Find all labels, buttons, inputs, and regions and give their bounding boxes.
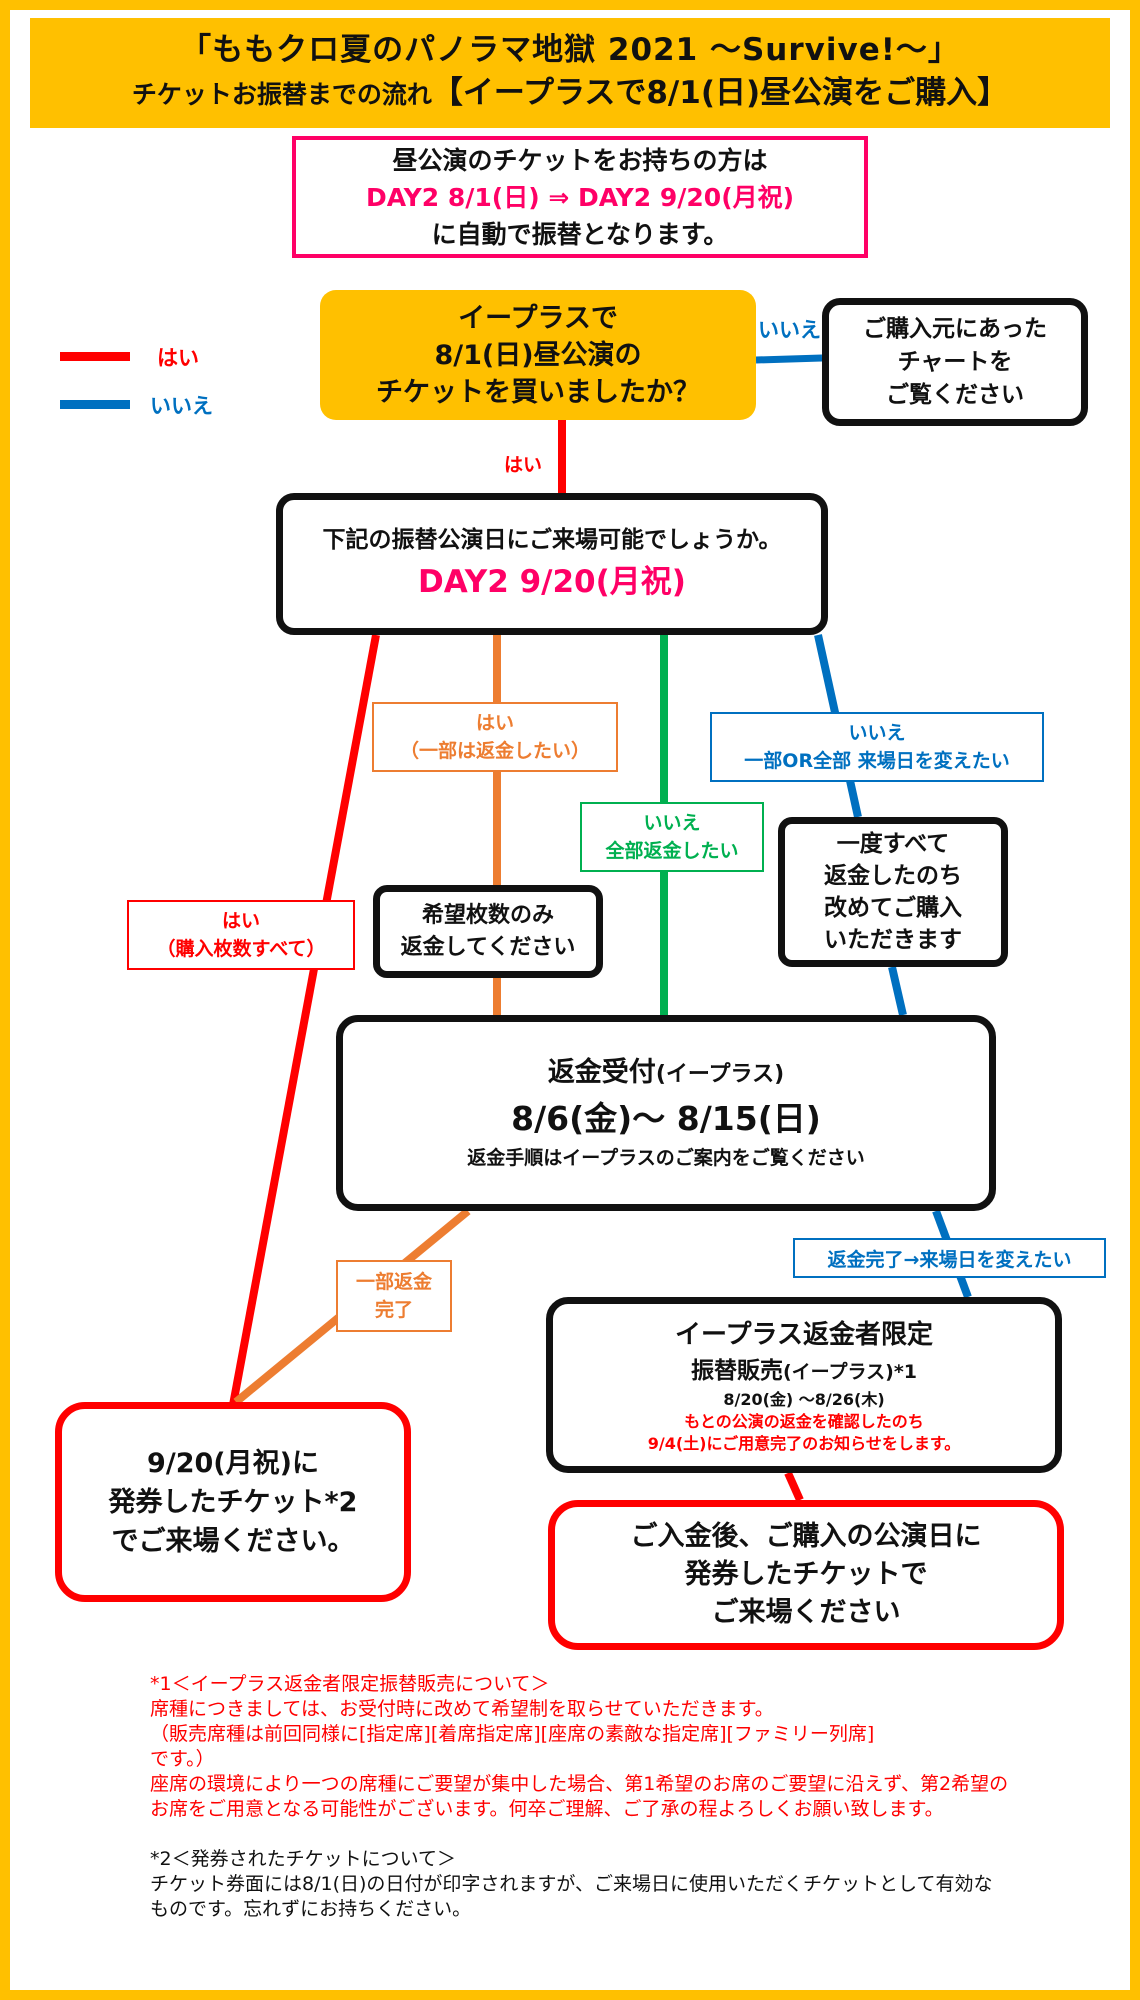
refund-title-main: 返金受付 (547, 1057, 656, 1088)
refund-rebuy-line4: いただきます (824, 927, 962, 953)
partial-done-line1: 一部返金 (355, 1271, 432, 1293)
question-2-box: 下記の振替公演日にご来場可能でしょうか。 DAY2 9/20(月祝) (276, 493, 828, 635)
partial-refund-line2: 返金してください (400, 934, 576, 960)
refund-done-label: 返金完了→来場日を変えたい (793, 1238, 1106, 1278)
question-2-line1: 下記の振替公演日にご来場可能でしょうか。 (322, 527, 782, 553)
other-chart-line2: チャートを (897, 348, 1013, 375)
branch-no-change-label: いいえ 一部OR全部 来場日を変えたい (710, 712, 1044, 782)
eplus-exchange-box: イープラス返金者限定 振替販売(イープラス)*1 8/20(金) ～8/26(木… (546, 1297, 1062, 1473)
note1-line1: 席種につきましては、お受付時に改めて希望制を取らせていただきます。 (150, 1698, 774, 1720)
q1-no-label: いいえ (758, 318, 821, 342)
connector-yes-all (229, 634, 380, 1406)
legend-yes-line (60, 352, 130, 361)
notice-line1: 昼公演のチケットをお持ちの方は (392, 145, 768, 175)
refund-note: 返金手順はイープラスのご案内をご覧ください (467, 1147, 865, 1169)
end-attend-line3: でご来場ください。 (111, 1525, 355, 1557)
eplus-line2: 振替販売(イープラス)*1 (691, 1354, 917, 1389)
question-1-line1: イープラスで (458, 302, 618, 334)
question-1-line2: 8/1(日)昼公演の (434, 339, 642, 371)
refund-acceptance-box: 返金受付(イープラス) 8/6(金)～ 8/15(日) 返金手順はイープラスのご… (336, 1015, 996, 1211)
end-attend-line1: 9/20(月祝)に (147, 1447, 319, 1479)
branch-no-all-refund-line2: 全部返金したい (605, 840, 739, 862)
note2-title: *2＜発券されたチケットについて＞ (150, 1848, 457, 1870)
note1-line3: です。） (150, 1748, 215, 1770)
legend-no-label: いいえ (150, 394, 213, 418)
end-purchase-line3: ご来場ください (711, 1597, 901, 1628)
header-title: 「ももクロ夏のパノラマ地獄 2021 ～Survive!～」 (180, 32, 960, 68)
branch-no-all-refund-line1: いいえ (643, 812, 701, 834)
footnotes: *1＜イープラス返金者限定振替販売について＞ 席種につきましては、お受付時に改め… (150, 1672, 1010, 1922)
legend-no-line (60, 400, 130, 409)
note1-line2: （販売席種は前回同様に[指定席][着席指定席][座席の素敵な指定席][ファミリー… (150, 1723, 875, 1745)
notice-line3: に自動で振替となります。 (431, 219, 729, 249)
connector-q1-no (755, 354, 823, 364)
eplus-line2-main: 振替販売 (690, 1357, 783, 1384)
other-chart-line1: ご購入元にあった (863, 315, 1047, 342)
header-subtitle-big: 【イープラスで8/1(日)昼公演をご購入】 (431, 75, 1009, 111)
note1-line4: 座席の環境により一つの席種にご要望が集中した場合、第1希望のお席のご要望に沿えず… (150, 1773, 1009, 1820)
end-attend-line2: 発券したチケット*2 (108, 1486, 358, 1518)
legend-yes-label: はい (157, 346, 199, 370)
q1-yes-label: はい (504, 454, 543, 476)
other-chart-box: ご購入元にあった チャートを ご覧ください (822, 298, 1088, 426)
other-chart-line3: ご覧ください (886, 381, 1024, 408)
branch-no-change-line1: いいえ (848, 722, 906, 744)
partial-refund-line1: 希望枚数のみ (421, 902, 554, 928)
refund-rebuy-line2: 返金したのち (824, 863, 962, 889)
refund-rebuy-line3: 改めてご購入 (824, 895, 962, 921)
partial-done-label: 一部返金 完了 (336, 1260, 452, 1332)
header-subtitle-small: チケットお振替までの流れ (131, 80, 432, 109)
partial-refund-box: 希望枚数のみ 返金してください (373, 885, 603, 978)
end-purchase-box: ご入金後、ご購入の公演日に 発券したチケットで ご来場ください (548, 1500, 1064, 1650)
eplus-line2-sub: (イープラス)*1 (782, 1360, 917, 1383)
eplus-line1: イープラス返金者限定 (675, 1319, 933, 1350)
refund-rebuy-box: 一度すべて 返金したのち 改めてご購入 いただきます (778, 817, 1008, 967)
header-subtitle: チケットお振替までの流れ【イープラスで8/1(日)昼公演をご購入】 (132, 71, 1008, 117)
branch-yes-all-line2: （購入枚数すべて） (156, 938, 326, 960)
branch-yes-all-label: はい （購入枚数すべて） (127, 900, 355, 970)
question-1-line3: チケットを買いましたか？ (376, 376, 700, 408)
eplus-period: 8/20(金) ～8/26(木) (723, 1389, 885, 1409)
notice-box: 昼公演のチケットをお持ちの方は DAY2 8/1(日) ⇒ DAY2 9/20(… (292, 136, 868, 258)
notice-line2: DAY2 8/1(日) ⇒ DAY2 9/20(月祝) (365, 182, 795, 212)
branch-yes-all-line1: はい (221, 910, 260, 932)
branch-yes-partial-label: はい （一部は返金したい） (372, 702, 618, 772)
refund-title-sub: (イープラス) (655, 1062, 785, 1087)
partial-done-line2: 完了 (374, 1299, 413, 1321)
end-purchase-line2: 発券したチケットで (684, 1559, 928, 1590)
branch-yes-partial-line2: （一部は返金したい） (399, 740, 590, 762)
branch-yes-partial-line1: はい (475, 712, 514, 734)
refund-title: 返金受付(イープラス) (548, 1053, 784, 1095)
branch-no-change-line2: 一部OR全部 来場日を変えたい (744, 750, 1010, 772)
connector-eplus-end (784, 1471, 804, 1502)
eplus-note2: 9/4(土)にご用意完了のお知らせをします。 (647, 1433, 961, 1453)
note2-line1: チケット券面には8/1(日)の日付が印字されますが、ご来場日に使用いただくチケッ… (150, 1873, 993, 1920)
end-attend-box: 9/20(月祝)に 発券したチケット*2 でご来場ください。 (55, 1402, 411, 1602)
question-2-line2: DAY2 9/20(月祝) (418, 564, 686, 600)
page-header: 「ももクロ夏のパノラマ地獄 2021 ～Survive!～」 チケットお振替まで… (30, 18, 1110, 128)
eplus-note1: もとの公演の返金を確認したのち (684, 1411, 924, 1431)
end-purchase-line1: ご入金後、ご購入の公演日に (630, 1521, 982, 1552)
connector-no-change-b (888, 966, 907, 1016)
question-1-box: イープラスで 8/1(日)昼公演の チケットを買いましたか？ (320, 290, 756, 420)
note1-title: *1＜イープラス返金者限定振替販売について＞ (150, 1673, 550, 1695)
refund-rebuy-line1: 一度すべて (836, 831, 950, 857)
refund-period: 8/6(金)～ 8/15(日) (511, 1099, 821, 1138)
branch-no-all-refund-label: いいえ 全部返金したい (580, 802, 764, 872)
